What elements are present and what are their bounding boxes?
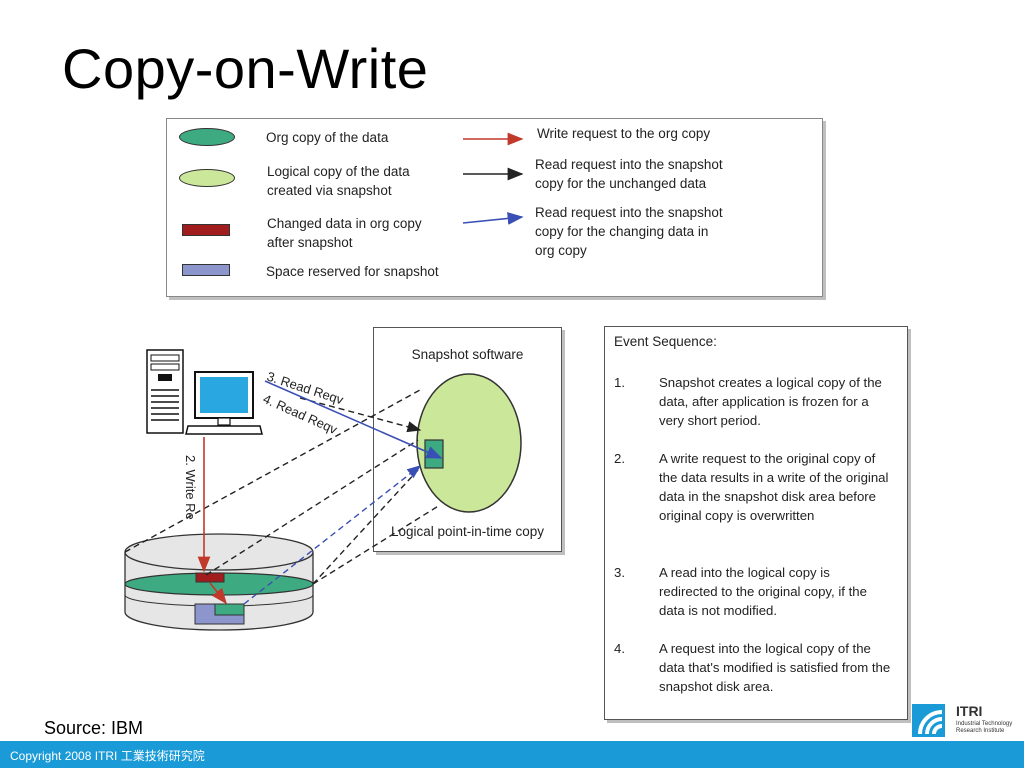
slide-title: Copy-on-Write — [62, 37, 429, 100]
event-text: Snapshot creates a logical copy of the d… — [659, 375, 882, 428]
itri-logo-mark-icon — [912, 704, 945, 737]
read-request-arrow — [264, 380, 443, 459]
legend-org-copy-label: Org copy of the data — [266, 130, 389, 145]
legend-write-arrow-label: Write request to the org copy — [537, 126, 711, 141]
copy-on-write-arrow — [209, 582, 227, 605]
org-copy-swatch — [179, 128, 235, 146]
legend-changed-data-label-1: Changed data in org copy — [267, 216, 422, 231]
reserved-space-swatch — [182, 264, 230, 276]
source-citation: Source: IBM — [44, 718, 144, 738]
logical-copy-caption: Logical point-in-time copy — [390, 524, 545, 539]
legend-read-changing-label-1: Read request into the snapshot — [535, 205, 723, 220]
legend-panel: Org copy of the data Logical copy of the… — [166, 118, 823, 297]
legend-read-changing-label-2: copy for the changing data in — [535, 224, 709, 239]
snapshot-block — [214, 603, 245, 616]
event-number: 1. — [614, 375, 625, 390]
copyright-text: Copyright 2008 ITRI 工業技術研究院 — [10, 749, 205, 763]
write-request-label: 2. Write Re — [183, 455, 198, 520]
server-icon — [146, 349, 184, 434]
read-changing-arrow-dashed — [243, 465, 422, 605]
event-text: A request into the logical copy of the d… — [659, 641, 891, 694]
legend-logical-copy-label-1: Logical copy of the data — [267, 164, 410, 179]
changed-data-swatch — [182, 224, 230, 236]
itri-logo: ITRI Industrial Technology Research Inst… — [912, 703, 1024, 739]
logical-copy-block — [424, 439, 444, 469]
event-number: 4. — [614, 641, 625, 656]
event-number: 2. — [614, 451, 625, 466]
footer-bar: Copyright 2008 ITRI 工業技術研究院 — [0, 741, 1024, 768]
legend-read-unchanged-label-1: Read request into the snapshot — [535, 157, 723, 172]
legend-logical-copy-label-2: created via snapshot — [267, 183, 392, 198]
event-sequence-box: Event Sequence: 1. Snapshot creates a lo… — [604, 326, 908, 720]
monitor-icon — [185, 371, 263, 435]
read-unchanged-arrow-dashed — [299, 397, 422, 433]
legend-read-unchanged-label-2: copy for the unchanged data — [535, 176, 707, 191]
legend-changed-data-label-2: after snapshot — [267, 235, 353, 250]
changed-data-block — [195, 572, 225, 583]
logical-copy-ellipse — [416, 373, 522, 513]
storage-disk — [124, 533, 314, 631]
event-number: 3. — [614, 565, 625, 580]
legend-read-changing-label-3: org copy — [535, 243, 587, 258]
legend-arrows — [462, 132, 524, 225]
event-text: A write request to the original copy of … — [659, 451, 889, 523]
event-text: A read into the logical copy is redirect… — [659, 565, 867, 618]
itri-logo-name: ITRI — [956, 703, 983, 719]
legend-reserved-space-label: Space reserved for snapshot — [266, 264, 439, 279]
event-sequence-heading: Event Sequence: — [614, 334, 717, 349]
logical-copy-swatch — [179, 169, 235, 187]
read-changing-arrow-sample — [462, 212, 524, 225]
snapshot-software-title: Snapshot software — [411, 347, 524, 362]
itri-logo-subtitle: Industrial Technology Research Institute — [956, 721, 1013, 734]
